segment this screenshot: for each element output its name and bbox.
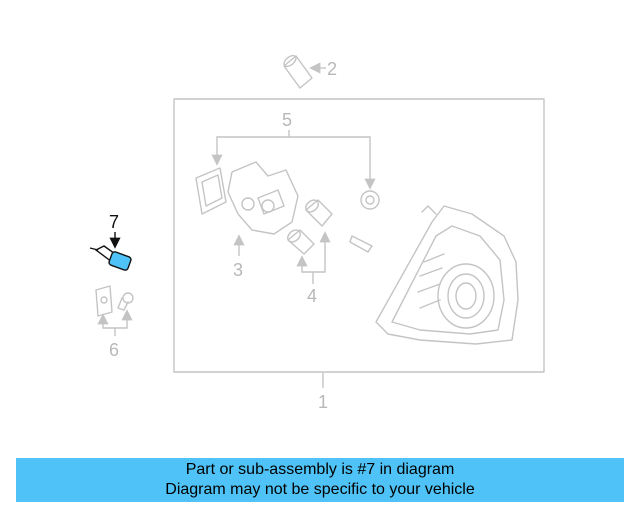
callout-3-label: 3 [233,260,243,280]
part-5-grommet [360,190,380,210]
parts-diagram: 1 2 5 3 [89,54,545,412]
lamp-housing [375,205,519,345]
callout-5-label: 5 [282,110,292,130]
callout-1-label: 1 [318,392,328,412]
callout-2-label: 2 [327,59,337,79]
part-4-wedge-bulb [349,235,373,253]
assembly-frame [173,98,545,373]
callout-7-label: 7 [109,212,119,232]
callout-6-label: 6 [109,340,119,360]
part-6-bracket [95,285,113,317]
callout-1[interactable]: 1 [318,373,328,412]
callout-4-label: 4 [307,286,317,306]
info-banner: Part or sub-assembly is #7 in diagram Di… [16,458,624,502]
part-7-socket[interactable] [89,245,132,271]
part-4-bulb-upper [305,199,333,227]
banner-line-2: Diagram may not be specific to your vehi… [165,481,475,498]
part-2-bulb [283,54,313,89]
callout-4[interactable]: 4 [296,231,331,306]
callout-3[interactable]: 3 [233,234,245,280]
callout-2[interactable]: 2 [309,59,337,79]
part-5-gasket [195,167,227,215]
part-4-bulb-lower [287,229,315,255]
callout-6[interactable]: 6 [97,309,133,360]
callout-7[interactable]: 7 [109,212,121,249]
callout-5[interactable]: 5 [211,110,376,190]
part-3-bulb-carrier [227,161,299,235]
banner-line-1: Part or sub-assembly is #7 in diagram [185,461,455,478]
part-6-screw [117,292,134,311]
